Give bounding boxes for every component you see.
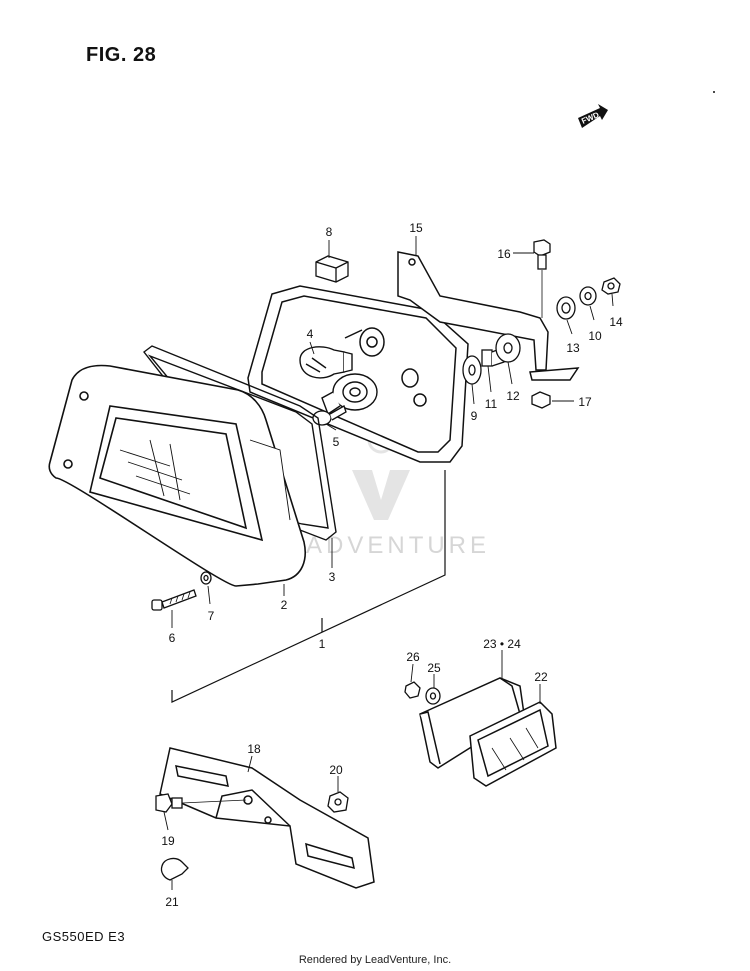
callout-23-24: 23 • 24 <box>483 637 521 651</box>
callout-4: 4 <box>307 327 314 341</box>
callout-1: 1 <box>319 637 326 651</box>
callout-7: 7 <box>208 609 215 623</box>
callout-16: 16 <box>497 247 511 261</box>
callout-3: 3 <box>329 570 336 584</box>
small-bulb <box>312 405 347 426</box>
figure-title: FIG. 28 <box>86 44 157 66</box>
callout-17: 17 <box>578 395 592 409</box>
tail-light-lens <box>48 364 306 587</box>
grommet <box>315 255 349 283</box>
callout-15: 15 <box>409 221 423 235</box>
cap-21 <box>160 857 189 881</box>
callout-25: 25 <box>427 661 441 675</box>
callout-13: 13 <box>566 341 580 355</box>
nut-17 <box>531 391 551 409</box>
cushion-12 <box>495 333 521 363</box>
callout-9: 9 <box>471 409 478 423</box>
callout-19: 19 <box>161 834 175 848</box>
callout-12: 12 <box>506 389 520 403</box>
washer-9 <box>462 355 482 385</box>
callout-10: 10 <box>588 329 602 343</box>
callout-22: 22 <box>534 670 548 684</box>
model-code: GS550ED E3 <box>42 929 126 944</box>
nut-26 <box>404 681 421 699</box>
callout-2: 2 <box>281 598 288 612</box>
callout-21: 21 <box>165 895 179 909</box>
lens-washer <box>200 571 212 585</box>
callout-26: 26 <box>406 650 420 664</box>
watermark-text: ADVENTURE <box>306 532 490 559</box>
callout-18: 18 <box>247 742 261 756</box>
callout-20: 20 <box>329 763 343 777</box>
callout-8: 8 <box>326 225 333 239</box>
bolt-16 <box>533 239 551 270</box>
mounting-bracket <box>397 251 580 381</box>
callouts: 8 15 16 14 10 13 4 5 9 11 12 17 3 2 7 6 … <box>161 221 623 909</box>
washer-10 <box>579 286 597 306</box>
forward-arrow-icon: FWD <box>578 104 608 128</box>
callout-14: 14 <box>609 315 623 329</box>
nut-14 <box>601 277 621 295</box>
callout-5: 5 <box>333 435 340 449</box>
washer-13 <box>556 296 576 320</box>
callout-6: 6 <box>169 631 176 645</box>
watermark: ADVENTURE <box>306 426 490 559</box>
callout-11: 11 <box>485 397 498 411</box>
assembly-bracket-line <box>171 470 446 703</box>
bulb-socket <box>321 373 378 416</box>
washer-25 <box>425 687 441 705</box>
leader-lines <box>163 236 614 890</box>
stray-mark <box>713 91 715 93</box>
tail-bulb <box>299 346 353 379</box>
lens-screw <box>151 589 197 611</box>
forward-label: FWD <box>580 110 601 126</box>
nut-20 <box>327 791 349 813</box>
bolt-19-leader <box>181 799 247 804</box>
render-credit: Rendered by LeadVenture, Inc. <box>298 954 452 966</box>
reflector <box>469 701 557 787</box>
